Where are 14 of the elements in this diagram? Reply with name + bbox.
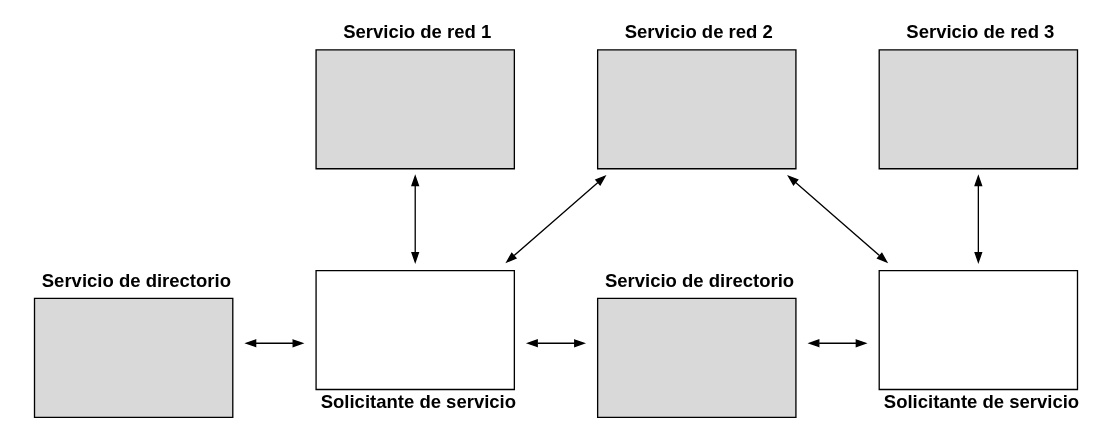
arrow <box>505 174 607 264</box>
node-label: Servicio de red 1 <box>343 21 492 43</box>
arrow <box>787 174 889 264</box>
arrow <box>974 174 983 264</box>
node-label: Solicitante de servicio <box>320 391 517 413</box>
node-label: Servicio de directorio <box>604 269 795 291</box>
node-label: Servicio de red 2 <box>624 21 773 43</box>
arrow <box>807 339 868 348</box>
arrow <box>244 339 305 348</box>
node-label: Servicio de directorio <box>41 269 231 291</box>
node-label: Servicio de red 3 <box>906 21 1055 43</box>
arrow <box>411 174 420 264</box>
node-label: Solicitante de servicio <box>883 391 1080 413</box>
arrow <box>525 339 586 348</box>
